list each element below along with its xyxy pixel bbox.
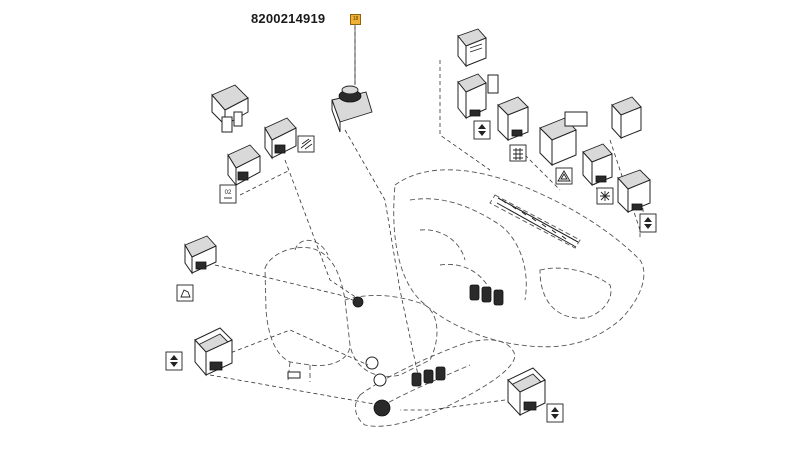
right-switch-sixth[interactable] — [611, 96, 642, 140]
seat-adjust-symbol — [176, 284, 194, 302]
leader-lines — [209, 25, 646, 411]
window-up-down-symbol-left — [165, 351, 183, 371]
heated-seat-symbol: 02 — [219, 184, 237, 204]
right-switch-seventh[interactable] — [617, 169, 651, 214]
dashboard-outline — [393, 169, 645, 348]
right-switch-top[interactable] — [457, 28, 487, 68]
seat-outline — [264, 240, 438, 382]
console-controls — [352, 296, 446, 417]
heated-seat-symbol-label: 02 — [225, 190, 232, 196]
left-switch-top[interactable] — [211, 84, 249, 133]
mirror-adjust-symbol-bottom — [639, 213, 657, 233]
part-number-label: 8200214919 — [251, 11, 326, 26]
right-switch-fifth[interactable] — [582, 143, 613, 187]
hazard-warning-symbol — [555, 167, 573, 185]
callout-badge[interactable]: 18 — [350, 14, 361, 25]
rear-window-heater-symbol — [509, 144, 527, 162]
rotary-knob-switch[interactable] — [331, 27, 373, 133]
window-lift-switch[interactable] — [194, 327, 233, 377]
dashboard-air-vent — [496, 197, 579, 248]
rear-defrost-symbol — [297, 135, 315, 153]
right-switch-third[interactable] — [497, 96, 529, 142]
left-switch-bottom[interactable] — [227, 144, 261, 187]
window-up-down-symbol-right — [546, 403, 564, 423]
mirror-adjust-symbol-top — [473, 120, 491, 140]
right-switch-second[interactable] — [457, 73, 499, 120]
dashboard-center-switches — [469, 284, 504, 306]
console-window-switch[interactable] — [507, 367, 546, 417]
left-switch-middle[interactable] — [264, 117, 297, 160]
seat-heater-switch[interactable] — [184, 235, 217, 275]
hazard-switch[interactable] — [539, 111, 588, 167]
fog-lamp-symbol — [596, 187, 614, 205]
